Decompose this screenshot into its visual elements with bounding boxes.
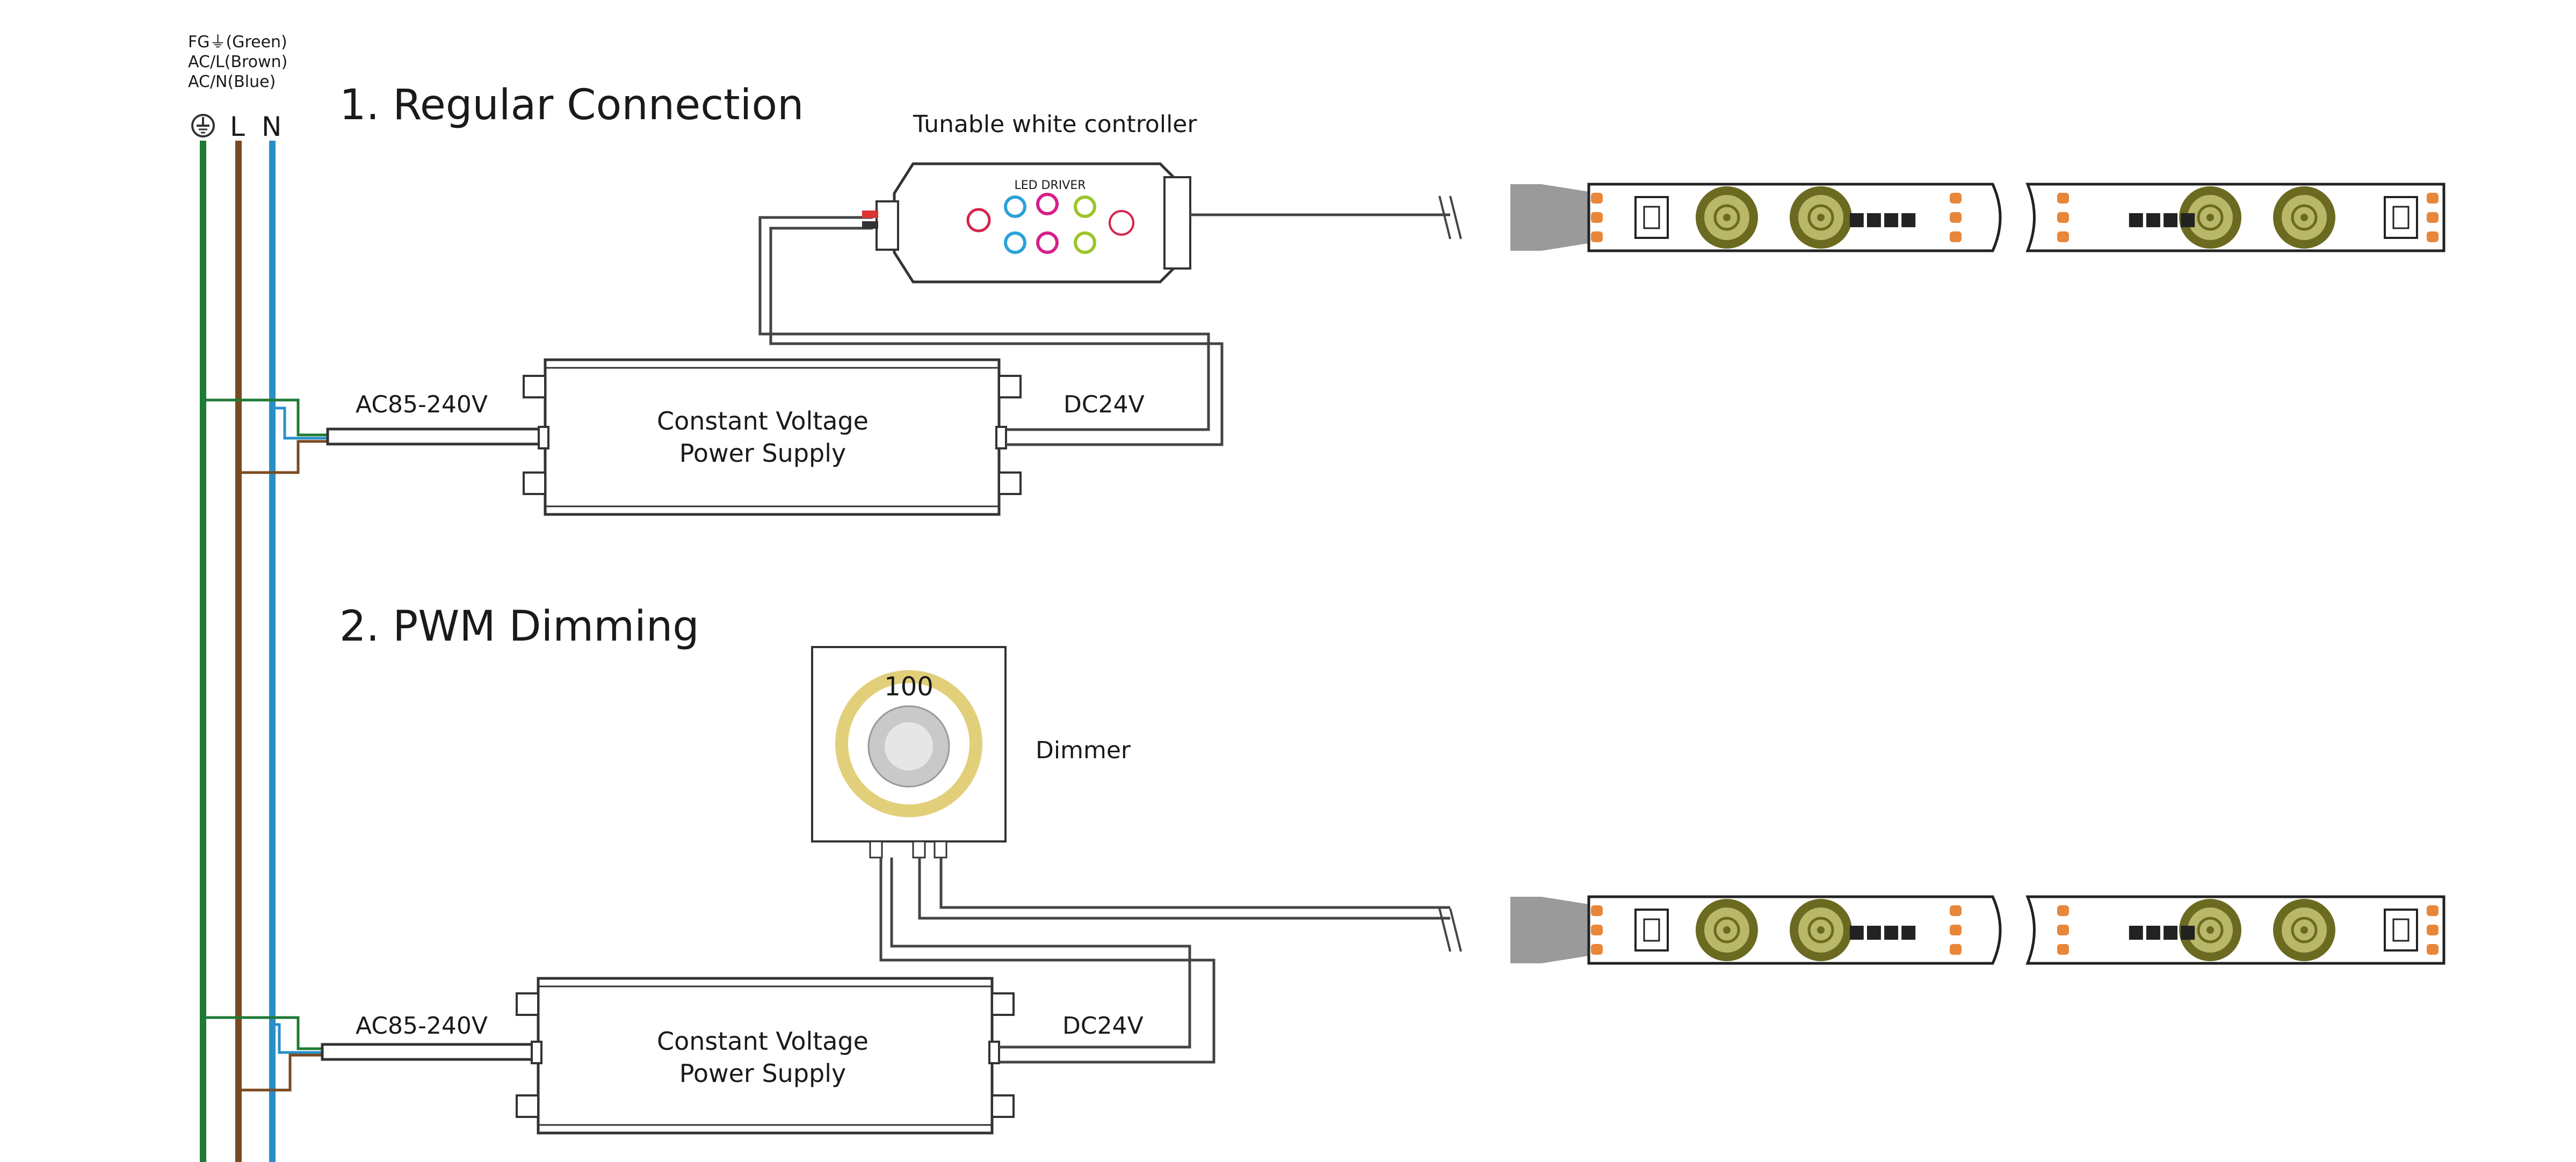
psu-1-line2: Power Supply <box>679 439 846 468</box>
solder-pad <box>2427 193 2438 204</box>
dc-output-label-1: DC24V <box>1063 391 1145 418</box>
dc-cable-1 <box>758 216 1224 446</box>
solder-pad <box>1950 231 1962 242</box>
dc-cable-2 <box>879 858 1215 1064</box>
mains-tap-2 <box>203 1016 322 1092</box>
solder-pad <box>2057 905 2069 916</box>
tunable-white-controller: LED DRIVER <box>862 162 1191 284</box>
legend-fg: FG⏚(Green) <box>188 33 287 52</box>
solder-pad <box>1591 193 1603 204</box>
strip-continuation-dots: ■■■■ <box>1848 921 1917 942</box>
solder-pad <box>2057 944 2069 955</box>
solder-pad <box>2057 231 2069 242</box>
led-strip-1: ■■■■ ■■■■ <box>1438 183 2445 252</box>
dimmer-output-cable <box>918 858 1450 920</box>
solder-pad <box>1591 944 1603 955</box>
ac-input-cable-2 <box>321 1043 539 1061</box>
ac-input-cable-1 <box>326 427 544 446</box>
solder-pad <box>1591 925 1603 935</box>
solder-pad <box>1950 944 1962 955</box>
bus-l-label: L <box>230 111 245 142</box>
strip-continuation-dots: ■■■■ <box>1848 208 1917 230</box>
strip-continuation-dots: ■■■■ <box>2128 921 2197 942</box>
psu-2-line2: Power Supply <box>679 1059 846 1088</box>
dimmer-reading: 100 <box>884 672 934 702</box>
strip-connector <box>1510 897 1589 963</box>
solder-pad <box>2427 905 2438 916</box>
bus-n-label: N <box>262 111 281 142</box>
mains-tap-1 <box>203 398 328 474</box>
power-supply-1 <box>523 358 1022 516</box>
legend-l: AC/L(Brown) <box>188 53 287 71</box>
power-supply-2 <box>516 977 1015 1135</box>
solder-pad <box>2427 944 2438 955</box>
solder-pad <box>1950 193 1962 204</box>
solder-pad <box>2427 231 2438 242</box>
section-1-title: 1. Regular Connection <box>339 81 804 129</box>
dimmer-label: Dimmer <box>1036 737 1131 764</box>
section-2-title: 2. PWM Dimming <box>339 602 699 651</box>
solder-pad <box>2057 212 2069 223</box>
controller-heading: LED DRIVER <box>1014 179 1086 192</box>
solder-pad <box>2057 193 2069 204</box>
solder-pad <box>2427 925 2438 935</box>
controller-label: Tunable white controller <box>913 111 1197 138</box>
led-strip-2: ■■■■ ■■■■ <box>1438 895 2445 965</box>
ac-input-label-2: AC85-240V <box>356 1012 488 1040</box>
dc-output-label-2: DC24V <box>1062 1012 1144 1040</box>
dimmer-panel: 100 <box>811 646 1007 859</box>
led-strips: ■■■■ ■■■■ ■■■■ ■■■■ <box>1438 183 2445 965</box>
chip-icon <box>2384 196 2418 239</box>
solder-pad <box>2427 212 2438 223</box>
solder-pad <box>2057 925 2069 935</box>
solder-pad <box>1591 212 1603 223</box>
ac-input-label-1: AC85-240V <box>356 391 488 418</box>
strip-continuation-dots: ■■■■ <box>2128 208 2197 230</box>
solder-pad <box>1950 905 1962 916</box>
psu-2-line1: Constant Voltage <box>657 1027 869 1056</box>
legend-n: AC/N(Blue) <box>188 72 276 91</box>
ground-symbol-icon <box>191 114 215 137</box>
solder-pad <box>1591 231 1603 242</box>
solder-pad <box>1950 925 1962 935</box>
solder-pad <box>1950 212 1962 223</box>
solder-pad <box>1591 905 1603 916</box>
strip-connector <box>1510 184 1589 251</box>
psu-1-line1: Constant Voltage <box>657 406 869 435</box>
